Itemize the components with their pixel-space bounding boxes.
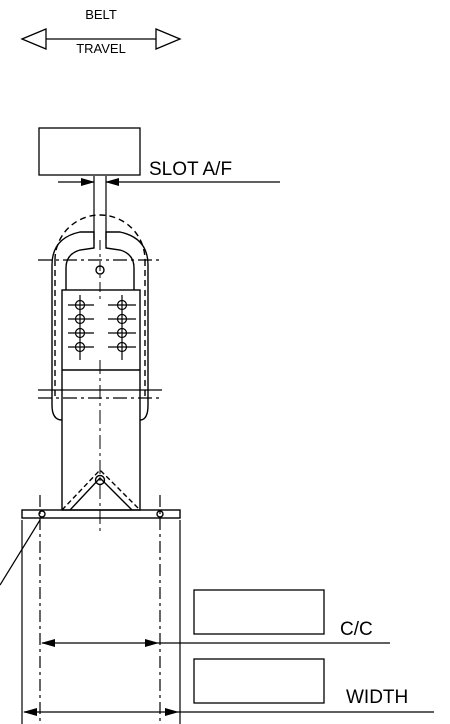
- extension-lines: [21, 495, 181, 724]
- slot-dimension: [58, 176, 280, 240]
- width-label: WIDTH: [346, 687, 409, 708]
- cc-label-box: [193, 589, 325, 635]
- base-plate: [21, 509, 181, 519]
- cc-label: C/C: [340, 619, 373, 640]
- belt-travel-arrow: [20, 28, 182, 50]
- slot-label-box: [38, 127, 141, 176]
- bolt-holes: [68, 295, 136, 360]
- idler-assembly: [38, 214, 162, 535]
- width-label-box: [193, 658, 325, 704]
- slot-af-label: SLOT A/F: [149, 159, 233, 180]
- leader-line: [0, 519, 41, 586]
- belt-label: BELT: [85, 7, 117, 22]
- travel-label: TRAVEL: [76, 41, 126, 56]
